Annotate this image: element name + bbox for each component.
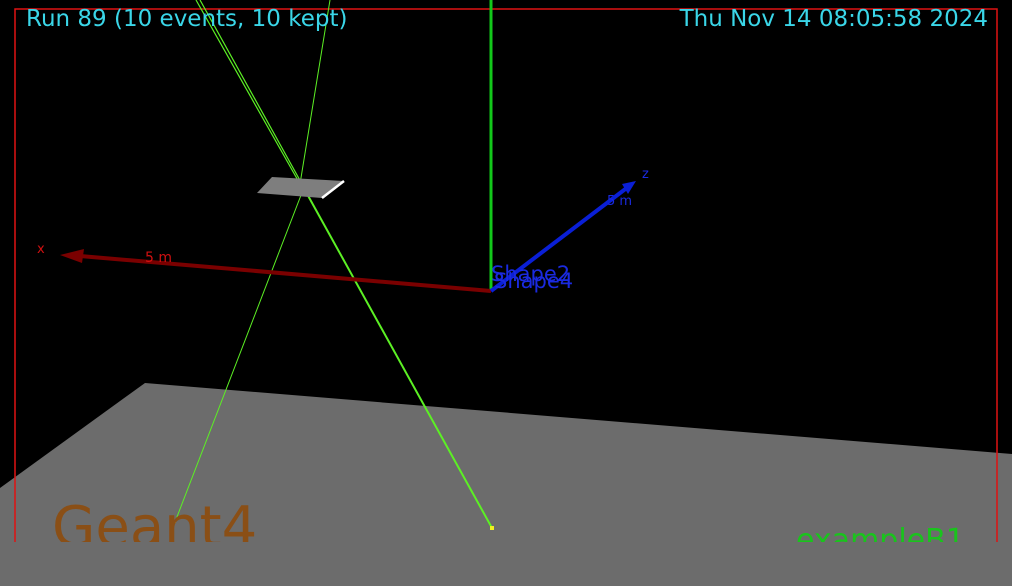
z-axis	[489, 185, 630, 293]
volume-label-shape4: Shape4	[494, 269, 573, 293]
z-axis-scale: 5 m	[607, 194, 632, 209]
x-axis-label: x	[37, 242, 45, 257]
x-axis-arrowhead	[60, 249, 84, 263]
target-plate-edge	[321, 180, 345, 199]
track	[305, 191, 493, 529]
x-axis-scale: 5 m	[145, 250, 172, 266]
track	[195, 0, 301, 185]
track-endpoint	[173, 520, 176, 523]
particle-tracks	[173, 0, 494, 530]
track-endpoint	[490, 526, 494, 530]
z-axis-label: z	[642, 167, 649, 182]
track	[199, 0, 303, 185]
track	[299, 0, 331, 185]
z-axis-arrowhead	[622, 181, 636, 194]
ground-plane	[0, 383, 1012, 586]
track	[174, 189, 304, 523]
bottom-bar	[0, 542, 1012, 586]
run-info: Run 89 (10 events, 10 kept)	[26, 6, 348, 32]
x-axis	[79, 254, 492, 293]
datetime: Thu Nov 14 08:05:58 2024	[679, 6, 988, 32]
volume-label-shape2: Shape2	[491, 262, 570, 286]
target-plate	[257, 177, 344, 198]
